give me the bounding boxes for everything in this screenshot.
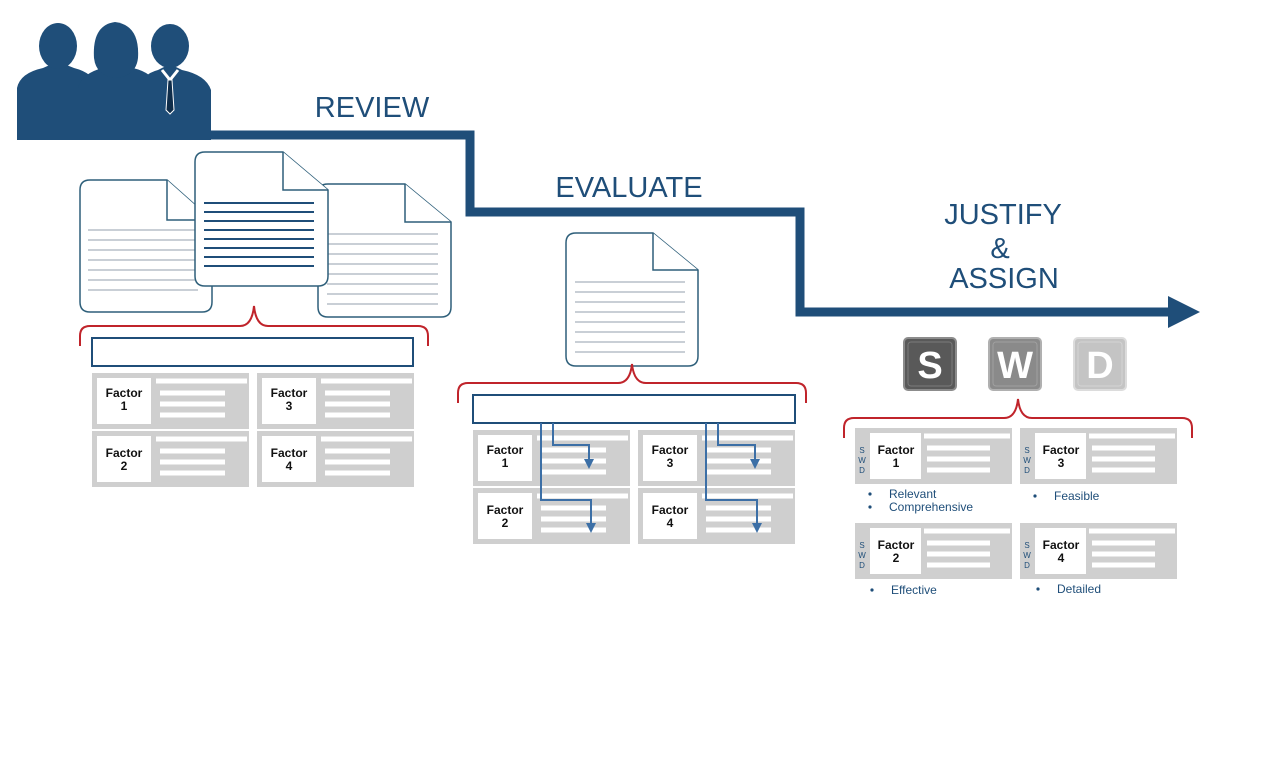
factor-1-bullets: Relevant Comprehensive bbox=[868, 487, 973, 514]
factor-word: Factor bbox=[487, 503, 524, 517]
swd-w: W bbox=[858, 456, 866, 465]
evaluate-flow-arrow bbox=[717, 423, 760, 469]
review-card-factor-2: Factor 2 bbox=[92, 431, 249, 487]
stage-ampersand-label: & bbox=[990, 233, 1009, 265]
factor-word: Factor bbox=[1043, 443, 1080, 457]
factor-number: 4 bbox=[1058, 551, 1065, 565]
factor-word: Factor bbox=[487, 443, 524, 457]
evaluate-card-factor-4: Factor 4 bbox=[638, 488, 795, 544]
evaluate-flow-arrow bbox=[705, 423, 762, 533]
evaluate-brace bbox=[457, 363, 807, 403]
factor-number: 1 bbox=[121, 399, 128, 413]
bullet-text: Comprehensive bbox=[889, 500, 973, 514]
rating-s-tile: S bbox=[903, 337, 957, 391]
people-icon bbox=[17, 22, 211, 140]
review-header-box bbox=[91, 337, 414, 367]
factor-number: 3 bbox=[286, 399, 293, 413]
swd-d: D bbox=[1024, 466, 1030, 475]
swd-s: S bbox=[859, 541, 864, 550]
process-arrowhead bbox=[1168, 296, 1200, 328]
swd-w: W bbox=[1023, 551, 1031, 560]
factor-word: Factor bbox=[271, 446, 308, 460]
factor-word: Factor bbox=[106, 446, 143, 460]
factor-4-bullets: Detailed bbox=[1036, 582, 1101, 596]
factor-word: Factor bbox=[878, 538, 915, 552]
factor-number: 2 bbox=[893, 551, 900, 565]
factor-number: 3 bbox=[1058, 456, 1065, 470]
bullet-text: Effective bbox=[891, 583, 937, 597]
justify-card-factor-2: S W D Factor 2 bbox=[855, 523, 1012, 579]
rating-d-tile: D bbox=[1073, 337, 1127, 391]
review-card-factor-1: Factor 1 bbox=[92, 373, 249, 429]
rating-d-letter: D bbox=[1086, 345, 1113, 387]
justify-card-factor-4: S W D Factor 4 bbox=[1020, 523, 1177, 579]
swd-d: D bbox=[1024, 561, 1030, 570]
evaluate-document bbox=[565, 232, 699, 367]
justify-brace bbox=[843, 398, 1193, 438]
justify-card-factor-3: S W D Factor 3 bbox=[1020, 428, 1177, 484]
review-brace bbox=[79, 305, 429, 346]
evaluate-card-factor-3: Factor 3 bbox=[638, 430, 795, 486]
bullet-text: Detailed bbox=[1057, 582, 1101, 596]
factor-2-bullets: Effective bbox=[870, 583, 937, 597]
factor-3-bullets: Feasible bbox=[1033, 489, 1100, 503]
review-card-factor-4: Factor 4 bbox=[257, 431, 414, 487]
factor-word: Factor bbox=[652, 503, 689, 517]
bullet-text: Relevant bbox=[889, 487, 937, 501]
swd-s: S bbox=[859, 446, 864, 455]
factor-number: 4 bbox=[286, 459, 293, 473]
swd-w: W bbox=[1023, 456, 1031, 465]
review-document-left bbox=[79, 179, 213, 313]
stage-assign-label: ASSIGN bbox=[949, 263, 1059, 295]
factor-number: 1 bbox=[893, 456, 900, 470]
swd-s: S bbox=[1024, 541, 1029, 550]
factor-number: 3 bbox=[667, 456, 674, 470]
review-document-center bbox=[194, 151, 329, 287]
factor-number: 2 bbox=[502, 516, 509, 530]
evaluate-flow-arrow bbox=[540, 423, 596, 533]
factor-number: 4 bbox=[667, 516, 674, 530]
justify-card-factor-1: S W D Factor 1 bbox=[855, 428, 1012, 484]
factor-number: 2 bbox=[121, 459, 128, 473]
swd-s: S bbox=[1024, 446, 1029, 455]
evaluate-card-factor-1: Factor 1 bbox=[473, 430, 630, 486]
rating-w-tile: W bbox=[988, 337, 1042, 391]
factor-number: 1 bbox=[502, 456, 509, 470]
stage-justify-label: JUSTIFY bbox=[944, 199, 1062, 231]
evaluate-flow-arrow bbox=[552, 423, 594, 469]
factor-word: Factor bbox=[1043, 538, 1080, 552]
factor-word: Factor bbox=[106, 386, 143, 400]
factor-word: Factor bbox=[878, 443, 915, 457]
factor-word: Factor bbox=[271, 386, 308, 400]
review-document-right bbox=[317, 183, 452, 318]
swd-d: D bbox=[859, 466, 865, 475]
stage-evaluate-label: EVALUATE bbox=[555, 172, 702, 204]
rating-w-letter: W bbox=[997, 345, 1033, 387]
evaluate-header-box bbox=[472, 394, 796, 424]
process-line bbox=[17, 130, 1170, 317]
evaluate-card-factor-2: Factor 2 bbox=[473, 488, 630, 544]
stage-review-label: REVIEW bbox=[315, 92, 430, 124]
swd-w: W bbox=[858, 551, 866, 560]
factor-word: Factor bbox=[652, 443, 689, 457]
swd-d: D bbox=[859, 561, 865, 570]
bullet-text: Feasible bbox=[1054, 489, 1100, 503]
review-card-factor-3: Factor 3 bbox=[257, 373, 414, 429]
rating-s-letter: S bbox=[917, 345, 942, 387]
